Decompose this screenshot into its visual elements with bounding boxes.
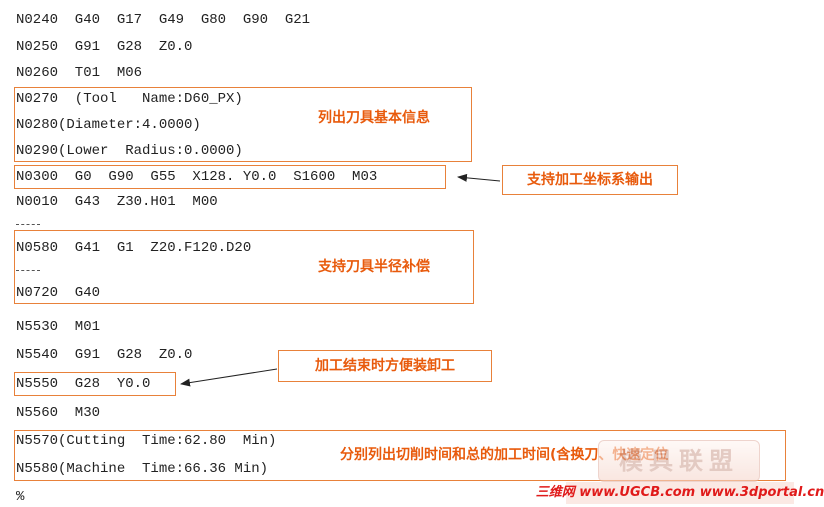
code-line-n0580: N0580 G41 G1 Z20.F120.D20 [16,240,252,256]
n0300-line-box [14,165,446,189]
code-line-n5570: N5570(Cutting Time:62.80 Min) [16,433,277,449]
code-line-n5530: N5530 M01 [16,319,101,335]
time-listing-note: 分别列出切削时间和总的加工时间(含换刀、快速定位 [340,447,669,463]
omission-divider [16,270,40,271]
watermark-url: 三维网 www.UGCB.com www.3dportal.cn [535,485,824,500]
end-positioning-arrow [180,368,278,387]
code-line-n0720: N0720 G40 [16,285,101,301]
time-listing-box [14,430,786,481]
code-line-n0250: N0250 G91 G28 Z0.0 [16,39,193,55]
code-line-end: % [16,489,25,505]
code-line-n0260: N0260 T01 M06 [16,65,143,81]
end-positioning-callout: 加工结束时方便装卸工 [278,350,492,382]
code-line-n0240: N0240 G40 G17 G49 G80 G90 G21 [16,12,311,28]
tool-info-box [14,87,472,162]
code-line-n0270: N0270 (Tool Name:D60_PX) [16,91,243,107]
tool-info-note: 列出刀具基本信息 [318,110,430,126]
coordinate-output-callout: 支持加工坐标系输出 [502,165,678,195]
callout-arrows [180,173,501,387]
radius-comp-note: 支持刀具半径补偿 [318,259,430,275]
code-line-n0290: N0290(Lower Radius:0.0000) [16,143,243,159]
code-line-n5550: N5550 G28 Y0.0 [16,376,151,392]
n5550-line-box [14,372,176,396]
end-positioning-note: 加工结束时方便装卸工 [315,358,455,374]
coordinate-output-note: 支持加工坐标系输出 [527,172,653,188]
coordinate-arrow [457,173,501,182]
code-line-n5540: N5540 G91 G28 Z0.0 [16,347,193,363]
code-line-n0010: N0010 G43 Z30.H01 M00 [16,194,218,210]
code-line-n5560: N5560 M30 [16,405,101,421]
watermark-logo: 模具联盟 [598,440,760,482]
code-line-n0300: N0300 G0 G90 G55 X128. Y0.0 S1600 M03 [16,169,378,185]
watermark-bar: 三维网 www.UGCB.com www.3dportal.cn [536,482,824,504]
code-line-n5580: N5580(Machine Time:66.36 Min) [16,461,269,477]
omission-divider [16,224,40,225]
radius-comp-box [14,230,474,304]
code-line-n0280: N0280(Diameter:4.0000) [16,117,201,133]
